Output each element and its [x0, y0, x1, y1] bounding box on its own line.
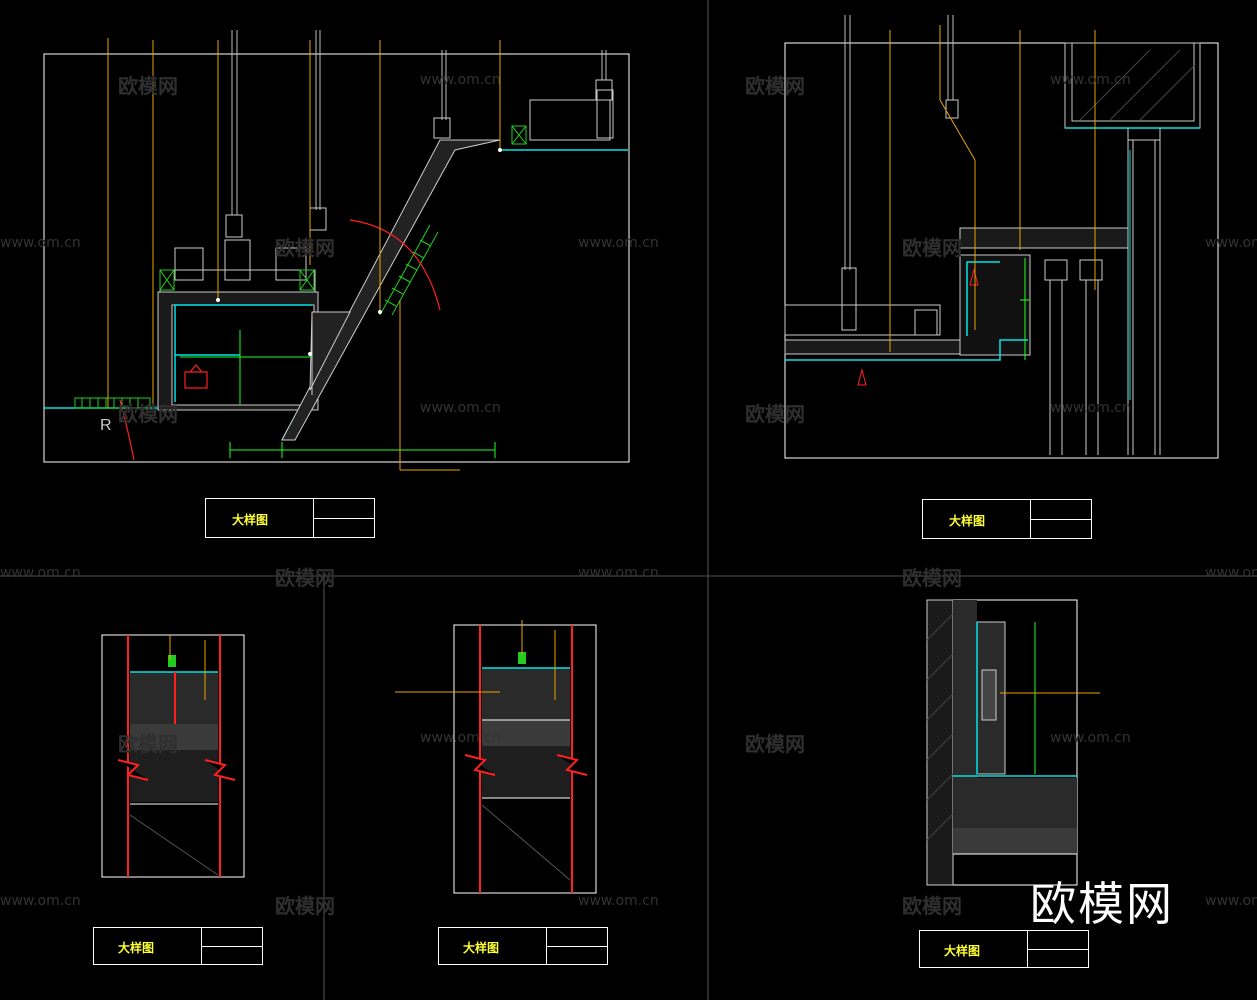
view-a-section: R [43, 30, 630, 471]
brand-logo: 欧模网 [1030, 877, 1174, 931]
title-block-d: 大样图 [438, 927, 608, 965]
r-mark: R [100, 417, 112, 434]
title-block-title: 大样图 [463, 941, 500, 955]
title-block-e: 大样图 [919, 930, 1089, 968]
title-block-b: 大样图 [922, 499, 1092, 539]
title-block-title: 大样图 [949, 514, 986, 528]
title-block-title: 大样图 [232, 513, 269, 527]
view-b-section [784, 15, 1219, 459]
view-e-section [926, 599, 1100, 886]
title-block-c: 大样图 [93, 927, 263, 965]
view-d-section [395, 620, 597, 894]
view-c-section [101, 634, 245, 878]
title-block-a: 大样图 [205, 498, 375, 538]
title-block-title: 大样图 [944, 944, 981, 958]
title-block-title: 大样图 [118, 941, 155, 955]
